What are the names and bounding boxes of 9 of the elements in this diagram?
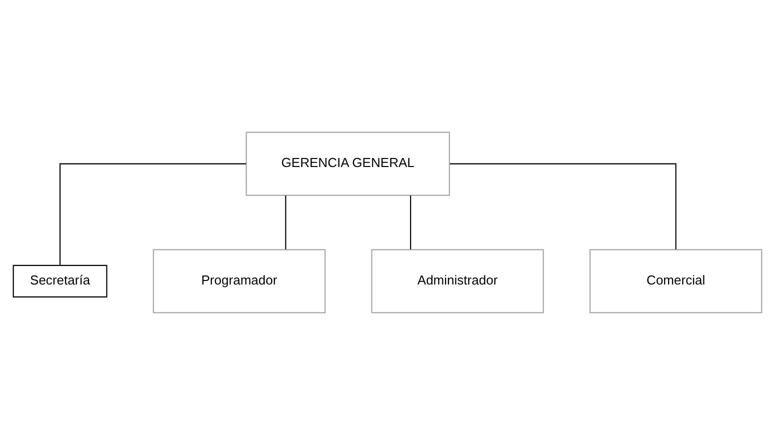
connector [59,162,246,265]
connector [284,195,286,249]
connector [410,195,411,249]
node-box: Administrador [370,248,544,313]
node-box: Secretaría [12,264,107,297]
connector [449,162,676,249]
node-box: GERENCIA GENERAL [245,131,450,196]
node-box: Comercial [589,248,762,313]
node-box: Programador [152,248,326,313]
